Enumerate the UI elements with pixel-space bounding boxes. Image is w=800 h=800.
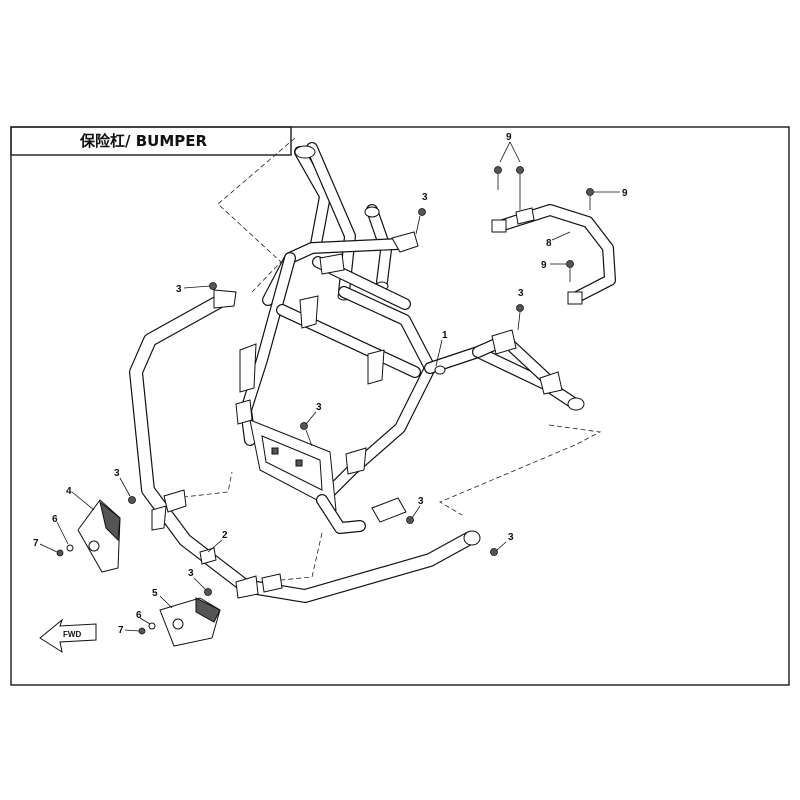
bolt-9a-icon bbox=[494, 166, 502, 190]
bolt-3e-icon bbox=[128, 496, 136, 504]
callout-3c: 3 bbox=[518, 288, 524, 299]
callout-3d: 3 bbox=[316, 402, 322, 413]
callout-3h: 3 bbox=[188, 568, 194, 579]
nut-7b-icon bbox=[138, 627, 146, 635]
fwd-label: FWD bbox=[63, 630, 81, 639]
bolt-9d-icon bbox=[566, 260, 574, 282]
washer-6b-icon bbox=[148, 622, 156, 630]
callout-6b: 6 bbox=[136, 610, 142, 621]
rear-small-bumper-part-8 bbox=[491, 204, 616, 305]
callout-3e: 3 bbox=[114, 468, 120, 479]
washer-6a-icon bbox=[66, 544, 74, 552]
callout-4: 4 bbox=[66, 486, 72, 497]
bolt-3f-icon bbox=[406, 516, 414, 524]
bolt-3a-icon bbox=[415, 208, 426, 235]
callout-6a: 6 bbox=[52, 514, 58, 525]
bolt-9c-icon bbox=[586, 188, 594, 210]
page-title: 保险杠/ BUMPER bbox=[79, 132, 207, 150]
callout-3b: 3 bbox=[176, 284, 182, 295]
bolt-3b-icon bbox=[209, 282, 217, 290]
callout-3a: 3 bbox=[422, 192, 428, 203]
callout-1: 1 bbox=[442, 330, 448, 341]
assembly-dashed-lines bbox=[174, 137, 602, 584]
callout-2: 2 bbox=[222, 530, 228, 541]
callout-3f: 3 bbox=[418, 496, 424, 507]
fwd-arrow: FWD bbox=[39, 618, 97, 654]
lower-cover-part-5 bbox=[159, 597, 221, 647]
callout-8: 8 bbox=[546, 238, 552, 249]
sheet-frame bbox=[10, 126, 790, 686]
callout-9b: 9 bbox=[622, 188, 628, 199]
bolt-3d-icon bbox=[300, 422, 313, 447]
callout-3g: 3 bbox=[508, 532, 514, 543]
callout-7b: 7 bbox=[118, 625, 124, 636]
bolt-3h-icon bbox=[204, 588, 212, 596]
nut-7a-icon bbox=[56, 549, 64, 557]
callout-numbers: 1 2 3 3 3 3 3 3 3 3 4 5 6 6 7 7 8 9 9 9 bbox=[33, 132, 628, 636]
bolt-9b-icon bbox=[516, 166, 524, 210]
callout-9a: 9 bbox=[506, 132, 512, 143]
callout-leaders bbox=[39, 141, 620, 632]
bolt-3c-icon bbox=[516, 304, 524, 331]
callout-7a: 7 bbox=[33, 538, 39, 549]
front-frame-part-1 bbox=[235, 142, 585, 534]
left-cover-part-4 bbox=[77, 499, 121, 573]
front-bumper-tube-part-2 bbox=[129, 289, 481, 603]
bolt-3g-icon bbox=[490, 548, 498, 556]
callout-9c: 9 bbox=[541, 260, 547, 271]
callout-5: 5 bbox=[152, 588, 158, 599]
